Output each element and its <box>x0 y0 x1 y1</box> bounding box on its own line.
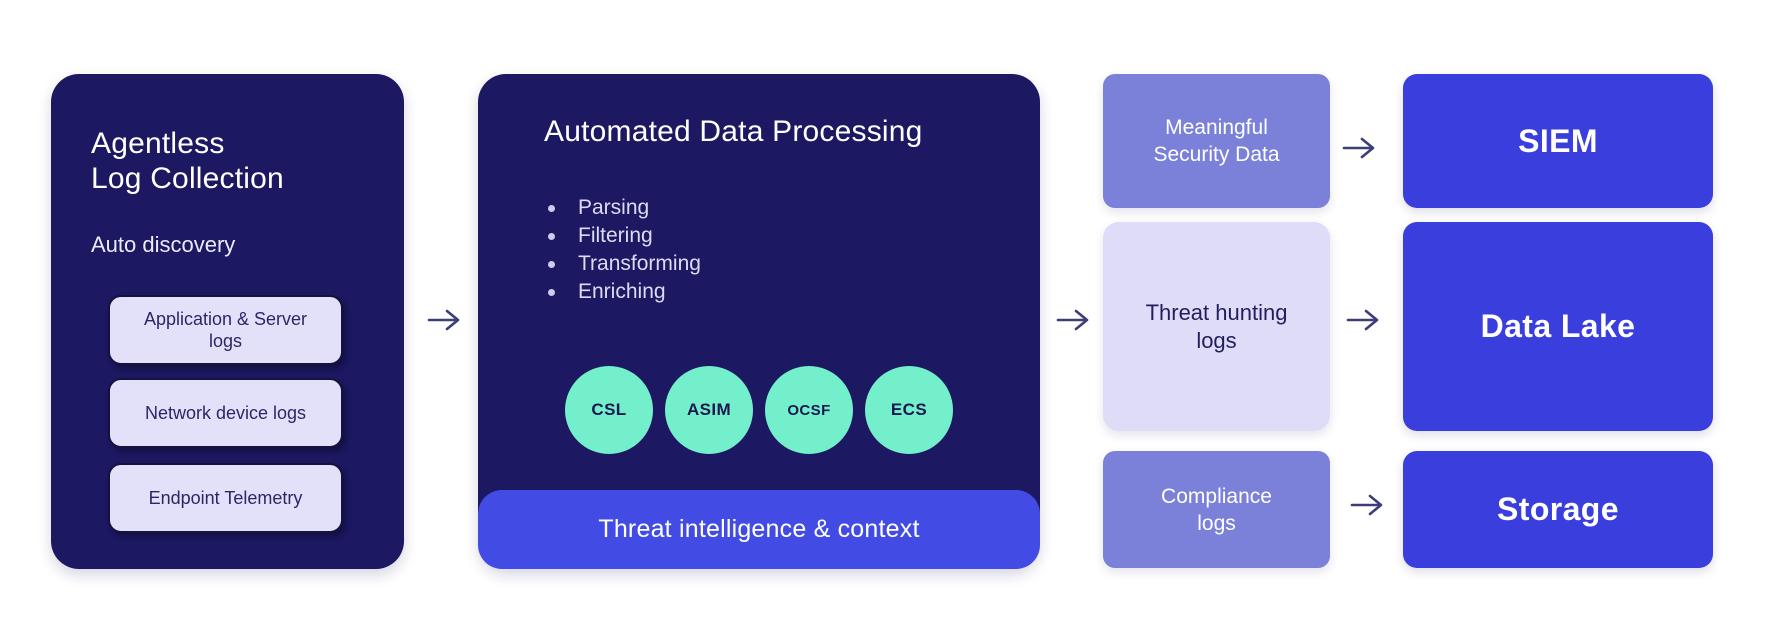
bullet-dot-icon <box>548 204 555 212</box>
schema-badge-ecs: ECS <box>865 366 953 454</box>
processing-step-label: Filtering <box>578 224 653 247</box>
right-arrow-icon <box>427 306 461 334</box>
right-arrow-icon <box>1342 134 1376 162</box>
schema-badge-ocsf: OCSF <box>765 366 853 454</box>
list-item: Transforming <box>548 250 701 278</box>
right-arrow-icon <box>1346 306 1380 334</box>
threat-intelligence-bar: Threat intelligence & context <box>478 490 1040 569</box>
schema-badges-row: CSL ASIM OCSF ECS <box>478 366 1040 454</box>
flow-box-threat-hunting-logs: Threat hunting logs <box>1103 222 1330 431</box>
bullet-dot-icon <box>548 288 555 296</box>
right-arrow-icon <box>1350 491 1384 519</box>
agentless-log-collection-panel: Agentless Log Collection Auto discovery … <box>51 74 404 569</box>
list-item: Parsing <box>548 194 701 222</box>
schema-badge-csl: CSL <box>565 366 653 454</box>
destination-box-siem: SIEM <box>1403 74 1713 208</box>
automated-data-processing-panel: Automated Data Processing Parsing Filter… <box>478 74 1040 569</box>
processing-steps-list: Parsing Filtering Transforming Enriching <box>548 194 701 306</box>
list-item: Enriching <box>548 278 701 306</box>
bullet-dot-icon <box>548 232 555 240</box>
processing-panel-title: Automated Data Processing <box>544 115 923 148</box>
destination-box-data-lake: Data Lake <box>1403 222 1713 431</box>
source-box-application-server-logs: Application & Server logs <box>108 295 343 365</box>
list-item: Filtering <box>548 222 701 250</box>
flow-box-meaningful-security-data: Meaningful Security Data <box>1103 74 1330 208</box>
processing-step-label: Enriching <box>578 280 666 303</box>
bullet-dot-icon <box>548 260 555 268</box>
auto-discovery-label: Auto discovery <box>91 232 236 257</box>
source-box-endpoint-telemetry: Endpoint Telemetry <box>108 463 343 533</box>
destination-box-storage: Storage <box>1403 451 1713 568</box>
source-box-network-device-logs: Network device logs <box>108 378 343 448</box>
processing-step-label: Transforming <box>578 252 701 275</box>
flow-box-compliance-logs: Compliance logs <box>1103 451 1330 568</box>
right-arrow-icon <box>1056 306 1090 334</box>
schema-badge-asim: ASIM <box>665 366 753 454</box>
processing-step-label: Parsing <box>578 196 650 219</box>
agentless-panel-title: Agentless Log Collection <box>91 127 284 195</box>
